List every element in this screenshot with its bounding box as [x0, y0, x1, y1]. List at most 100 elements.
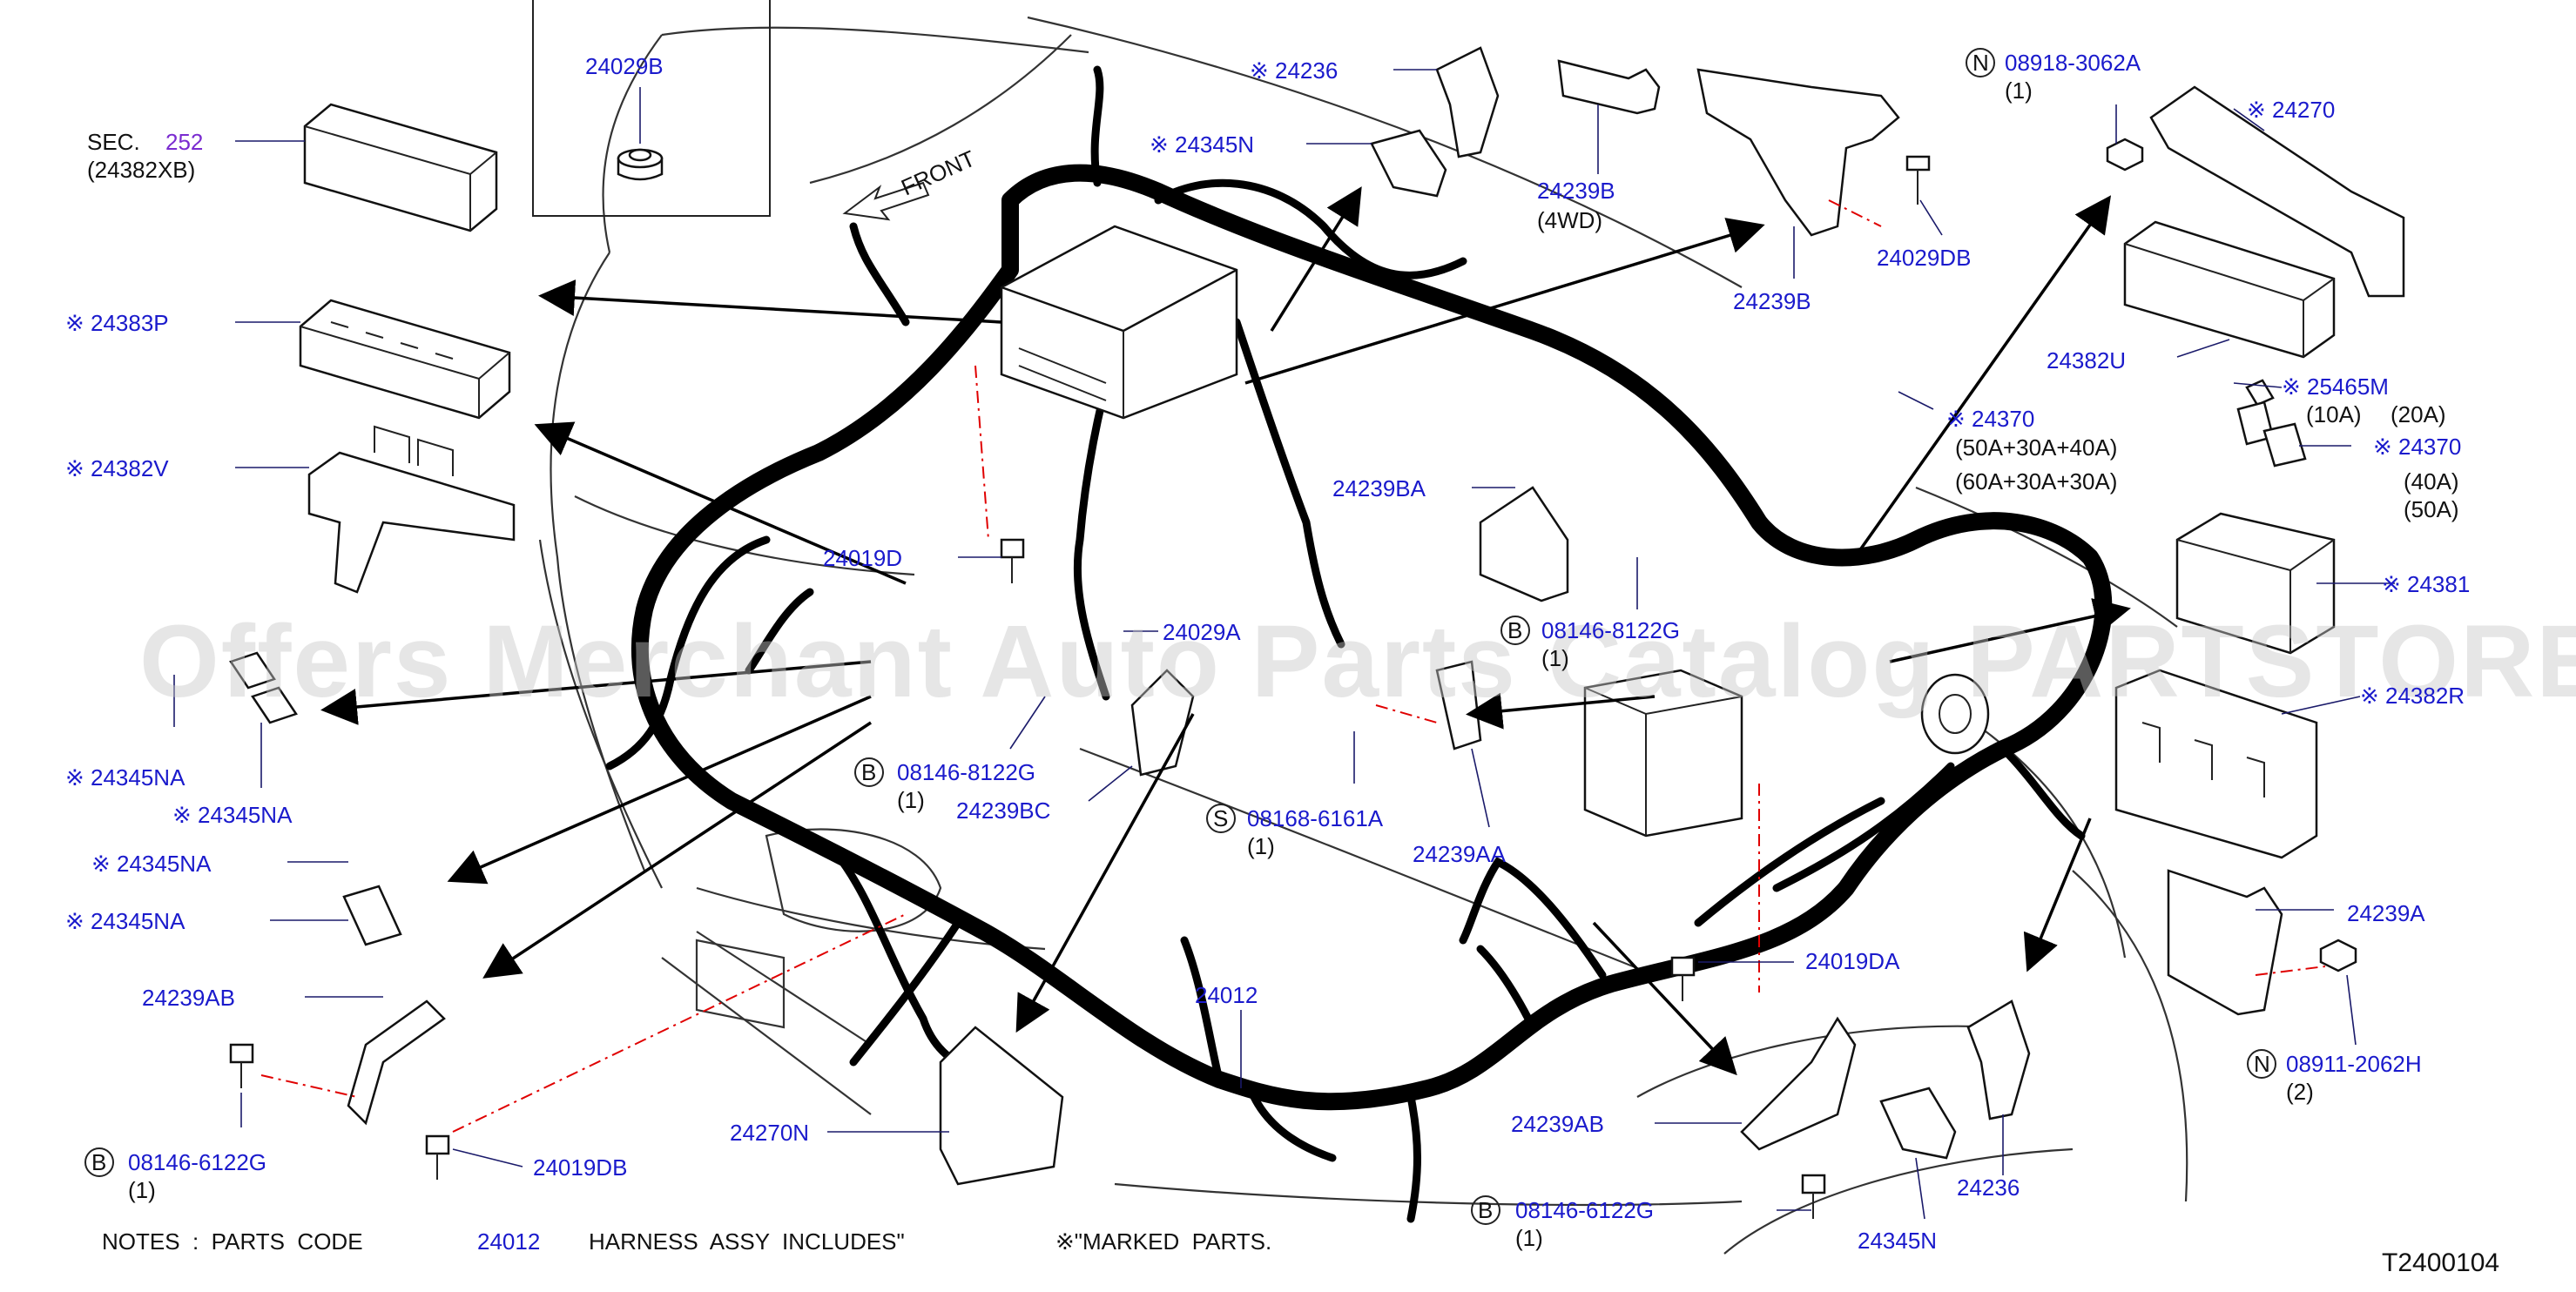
- label-24270N[interactable]: 24270N: [730, 1120, 809, 1146]
- diagram-id: T2400104: [2382, 1248, 2499, 1277]
- pointer-arrows: [320, 186, 2131, 1076]
- label-25465M[interactable]: ※ 25465M: [2282, 373, 2389, 400]
- label-24381[interactable]: ※ 24381: [2382, 571, 2470, 597]
- label-24345NA-3[interactable]: ※ 24345NA: [91, 851, 212, 877]
- label-24029A[interactable]: 24029A: [1163, 619, 1241, 645]
- label-08918-3062A[interactable]: 08918-3062A: [2005, 50, 2141, 76]
- label-24370-a2: (60A+30A+30A): [1955, 468, 2117, 495]
- vehicle-body-outline: [538, 16, 2188, 1255]
- front-arrow: [842, 181, 930, 221]
- part-bracket-24239B: [1696, 68, 1900, 237]
- label-24239AB-r[interactable]: 24239AB: [1511, 1111, 1604, 1137]
- part-relay-box-24382U: [2123, 220, 2336, 359]
- label-24345N-top[interactable]: ※ 24345N: [1150, 131, 1254, 158]
- label-24382V[interactable]: ※ 24382V: [65, 455, 169, 481]
- label-24239AA[interactable]: 24239AA: [1413, 841, 1507, 867]
- horn-component: [1920, 673, 1990, 755]
- label-24029B[interactable]: 24029B: [585, 53, 664, 79]
- sec-prefix: SEC.: [87, 129, 140, 155]
- part-bracket-24239BA: [1479, 486, 1569, 602]
- part-clip-24345NA-c: [342, 885, 402, 946]
- part-fuse-block-24383P: [299, 299, 511, 420]
- label-24236-top[interactable]: ※ 24236: [1250, 57, 1338, 84]
- label-24383P[interactable]: ※ 24383P: [65, 310, 169, 336]
- b-mark-3: B: [91, 1149, 106, 1175]
- part-bracket-24239AB-l: [347, 999, 446, 1126]
- notes-prefix: NOTES : PARTS CODE: [102, 1228, 363, 1255]
- part-bolt-24019DA: [1670, 956, 1696, 1001]
- label-24345NA-4[interactable]: ※ 24345NA: [65, 908, 185, 934]
- part-cover-24270N: [939, 1026, 1064, 1186]
- label-10a: (10A): [2306, 401, 2362, 427]
- b-mark-2: B: [861, 759, 876, 785]
- label-24239AB-l[interactable]: 24239AB: [142, 985, 235, 1011]
- s-mark: S: [1213, 805, 1228, 831]
- label-24239B-4wd[interactable]: 24239B: [1537, 178, 1615, 204]
- label-24019D[interactable]: 24019D: [823, 545, 902, 571]
- front-label: FRONT: [897, 145, 979, 201]
- n-mark-1: N: [1972, 50, 1989, 76]
- b-mark-1: B: [1507, 617, 1522, 643]
- notes-line: NOTES : PARTS CODE 24012 HARNESS ASSY IN…: [102, 1228, 1271, 1255]
- part-clip-24345N-bottom: [1879, 1087, 1957, 1160]
- label-08146-8122G-l[interactable]: 08146-8122G: [897, 759, 1035, 785]
- label-24239BA[interactable]: 24239BA: [1332, 475, 1426, 501]
- part-bolt-08146-6122G-r: [1801, 1174, 1826, 1219]
- part-bolt-08146-6122G-l: [229, 1043, 254, 1088]
- part-nut-08918: [2106, 138, 2144, 172]
- label-24370-b[interactable]: ※ 24370: [2373, 434, 2461, 460]
- label-24345N-bottom[interactable]: 24345N: [1858, 1228, 1937, 1254]
- label-24382U[interactable]: 24382U: [2047, 347, 2126, 373]
- part-labels: SEC. 252 (24382XB) 24029B ※ 24383P ※ 243…: [65, 50, 2470, 1254]
- part-bracket-24239AB-r: [1740, 1016, 1857, 1151]
- label-24345NA-2[interactable]: ※ 24345NA: [172, 802, 293, 828]
- alignment-dash-lines: [260, 199, 2326, 1133]
- b-mark-4: B: [1478, 1197, 1493, 1223]
- part-bracket-24270: [2149, 85, 2405, 298]
- part-bolt-24019DB: [425, 1134, 450, 1180]
- part-bracket-24239A: [2167, 869, 2283, 1016]
- part-fusible-link-24370-b: [2262, 422, 2307, 468]
- label-24345NA-1[interactable]: ※ 24345NA: [65, 764, 185, 791]
- part-relay-box-24382XB: [303, 103, 498, 232]
- part-fuse-box-24382R: [2114, 669, 2318, 859]
- label-08146-8122G-r[interactable]: 08146-8122G: [1541, 617, 1680, 643]
- label-24239BC[interactable]: 24239BC: [956, 797, 1050, 824]
- part-bracket-24239B-4wd: [1557, 59, 1661, 115]
- label-08168-qty: (1): [1247, 833, 1275, 859]
- label-08146-6122G-l[interactable]: 08146-6122G: [128, 1149, 266, 1175]
- label-08146-6122G-r[interactable]: 08146-6122G: [1515, 1197, 1654, 1223]
- label-24236-bottom[interactable]: 24236: [1957, 1174, 2020, 1201]
- part-clip-24345NA-a: [229, 651, 276, 690]
- part-nut-08911: [2319, 939, 2357, 972]
- label-24019DA[interactable]: 24019DA: [1805, 948, 1900, 974]
- label-24239A[interactable]: 24239A: [2347, 900, 2425, 926]
- part-fuse-box-24381: [2175, 512, 2336, 655]
- label-24370-a[interactable]: ※ 24370: [1946, 406, 2034, 432]
- part-clip-24345N-top: [1370, 129, 1447, 198]
- part-bracket-24382V: [307, 425, 516, 594]
- label-24370-a1: (50A+30A+40A): [1955, 434, 2117, 461]
- notes-suffix: ※"MARKED PARTS.: [1055, 1228, 1271, 1255]
- sec-ref-link[interactable]: 252: [165, 129, 203, 155]
- label-08146-8122G-l-qty: (1): [897, 787, 925, 813]
- label-08918-qty: (1): [2005, 77, 2033, 104]
- label-24239B[interactable]: 24239B: [1733, 288, 1811, 314]
- label-24382R[interactable]: ※ 24382R: [2360, 683, 2465, 709]
- part-clip-24345NA-b: [251, 686, 298, 724]
- label-24270[interactable]: ※ 24270: [2247, 97, 2335, 123]
- label-08911-2062H[interactable]: 08911-2062H: [2286, 1051, 2422, 1077]
- leader-lines: [173, 69, 2395, 1220]
- label-08146-6122G-r-qty: (1): [1515, 1225, 1543, 1251]
- label-24012[interactable]: 24012: [1195, 982, 1258, 1008]
- sec-sub: (24382XB): [87, 157, 195, 183]
- notes-middle: HARNESS ASSY INCLUDES": [589, 1228, 905, 1255]
- label-40a: (40A): [2404, 468, 2459, 495]
- notes-code[interactable]: 24012: [477, 1228, 540, 1255]
- label-24019DB[interactable]: 24019DB: [533, 1154, 627, 1181]
- box-24029B-frame: [532, 0, 771, 217]
- label-24029DB[interactable]: 24029DB: [1877, 245, 1971, 271]
- label-08168-6161A[interactable]: 08168-6161A: [1247, 805, 1384, 831]
- part-bracket-24236-bottom: [1966, 999, 2031, 1120]
